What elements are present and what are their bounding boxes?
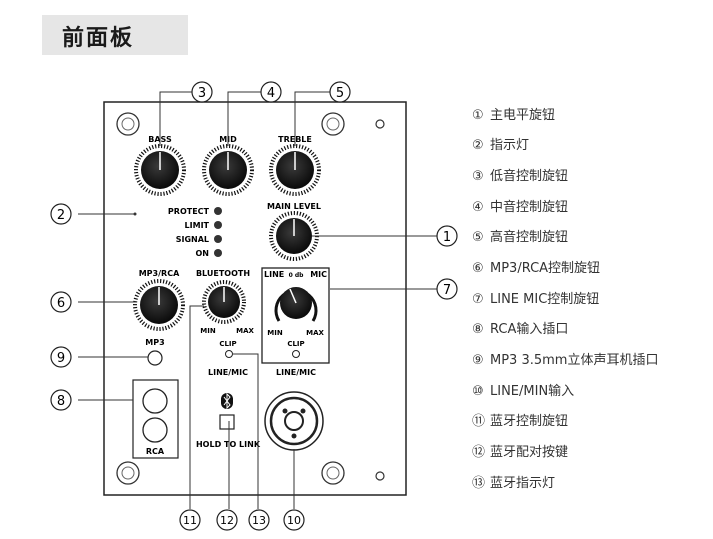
treble-knob [269, 144, 321, 196]
mic-label: MIC [310, 270, 327, 279]
bluetooth-clip-label: CLIP [219, 340, 236, 348]
line-mic-clip-led [292, 350, 300, 358]
line-mic-clip-label: CLIP [287, 340, 304, 348]
led-label-limit: LIMIT [185, 221, 210, 230]
mid-knob [202, 144, 254, 196]
svg-text:3: 3 [198, 86, 206, 101]
svg-text:5: 5 [336, 86, 344, 101]
line-mic-max-label: MAX [306, 329, 324, 337]
line-label: LINE [264, 270, 284, 279]
callout-leader-lines [78, 91, 437, 509]
svg-text:4: 4 [267, 86, 275, 101]
svg-text:9: 9 [57, 351, 65, 366]
mounting-hole-bottom-left [116, 461, 140, 485]
led-label-on: ON [196, 249, 210, 258]
svg-text:7: 7 [443, 283, 451, 298]
svg-text:8: 8 [57, 394, 65, 409]
svg-text:10: 10 [287, 514, 301, 527]
mounting-hole-top-left [116, 112, 140, 136]
callout-8: 8 [50, 389, 72, 411]
main-level-label: MAIN LEVEL [267, 202, 321, 211]
led-limit [214, 221, 222, 229]
screw-bottom-right [375, 471, 385, 481]
callout-5: 5 [329, 81, 351, 103]
svg-text:2: 2 [57, 208, 65, 223]
bluetooth-pair-button [219, 414, 235, 430]
led-label-signal: SIGNAL [176, 235, 209, 244]
section-title: 前面板 [62, 26, 135, 51]
bluetooth-max-label: MAX [236, 327, 254, 335]
svg-text:13: 13 [252, 514, 266, 527]
callout-12: 12 [216, 509, 238, 531]
line-mic-box-label: LINE/MIC [276, 368, 316, 377]
callout-13: 13 [248, 509, 270, 531]
rca-label: RCA [146, 447, 165, 456]
callout-9: 9 [50, 346, 72, 368]
bluetooth-icon [221, 392, 233, 410]
section-title-background [42, 15, 188, 55]
led-label-protect: PROTECT [168, 207, 210, 216]
mp3-rca-label: MP3/RCA [139, 269, 180, 278]
mounting-hole-bottom-right [321, 461, 345, 485]
svg-text:12: 12 [220, 514, 234, 527]
led-signal [214, 235, 222, 243]
bluetooth-label: BLUETOOTH [196, 269, 250, 278]
svg-text:11: 11 [183, 514, 197, 527]
line-mic-combo-jack [264, 391, 324, 451]
callout-10: 10 [283, 509, 305, 531]
led-indicator-group: PROTECT LIMIT SIGNAL ON [168, 207, 222, 258]
mp3-rca-knob [133, 279, 185, 331]
callout-7: 7 [436, 278, 458, 300]
bass-knob [134, 144, 186, 196]
mounting-hole-top-right [321, 112, 345, 136]
bluetooth-min-label: MIN [200, 327, 216, 335]
callout-6: 6 [50, 291, 72, 313]
svg-text:1: 1 [443, 230, 451, 245]
mp3-jack [147, 350, 163, 366]
callout-4: 4 [260, 81, 282, 103]
bluetooth-knob [202, 280, 246, 324]
line-mic-min-label: MIN [267, 329, 283, 337]
hold-to-link-label: HOLD TO LINK [196, 440, 261, 449]
callout-1: 1 [436, 225, 458, 247]
svg-text:6: 6 [57, 296, 65, 311]
callout-11: 11 [179, 509, 201, 531]
line-mic-knob [274, 287, 318, 322]
screw-top-right [375, 119, 385, 129]
bluetooth-line-mic-label: LINE/MIC [208, 368, 248, 377]
rca-jack-right [142, 417, 168, 443]
zero-db-label: 0 db [289, 272, 305, 279]
mp3-jack-label: MP3 [145, 338, 164, 347]
led-protect [214, 207, 222, 215]
led-on [214, 249, 222, 257]
callout-3: 3 [191, 81, 213, 103]
callout-2: 2 [50, 203, 72, 225]
bluetooth-indicator-led [225, 350, 233, 358]
rca-jack-left [142, 388, 168, 414]
